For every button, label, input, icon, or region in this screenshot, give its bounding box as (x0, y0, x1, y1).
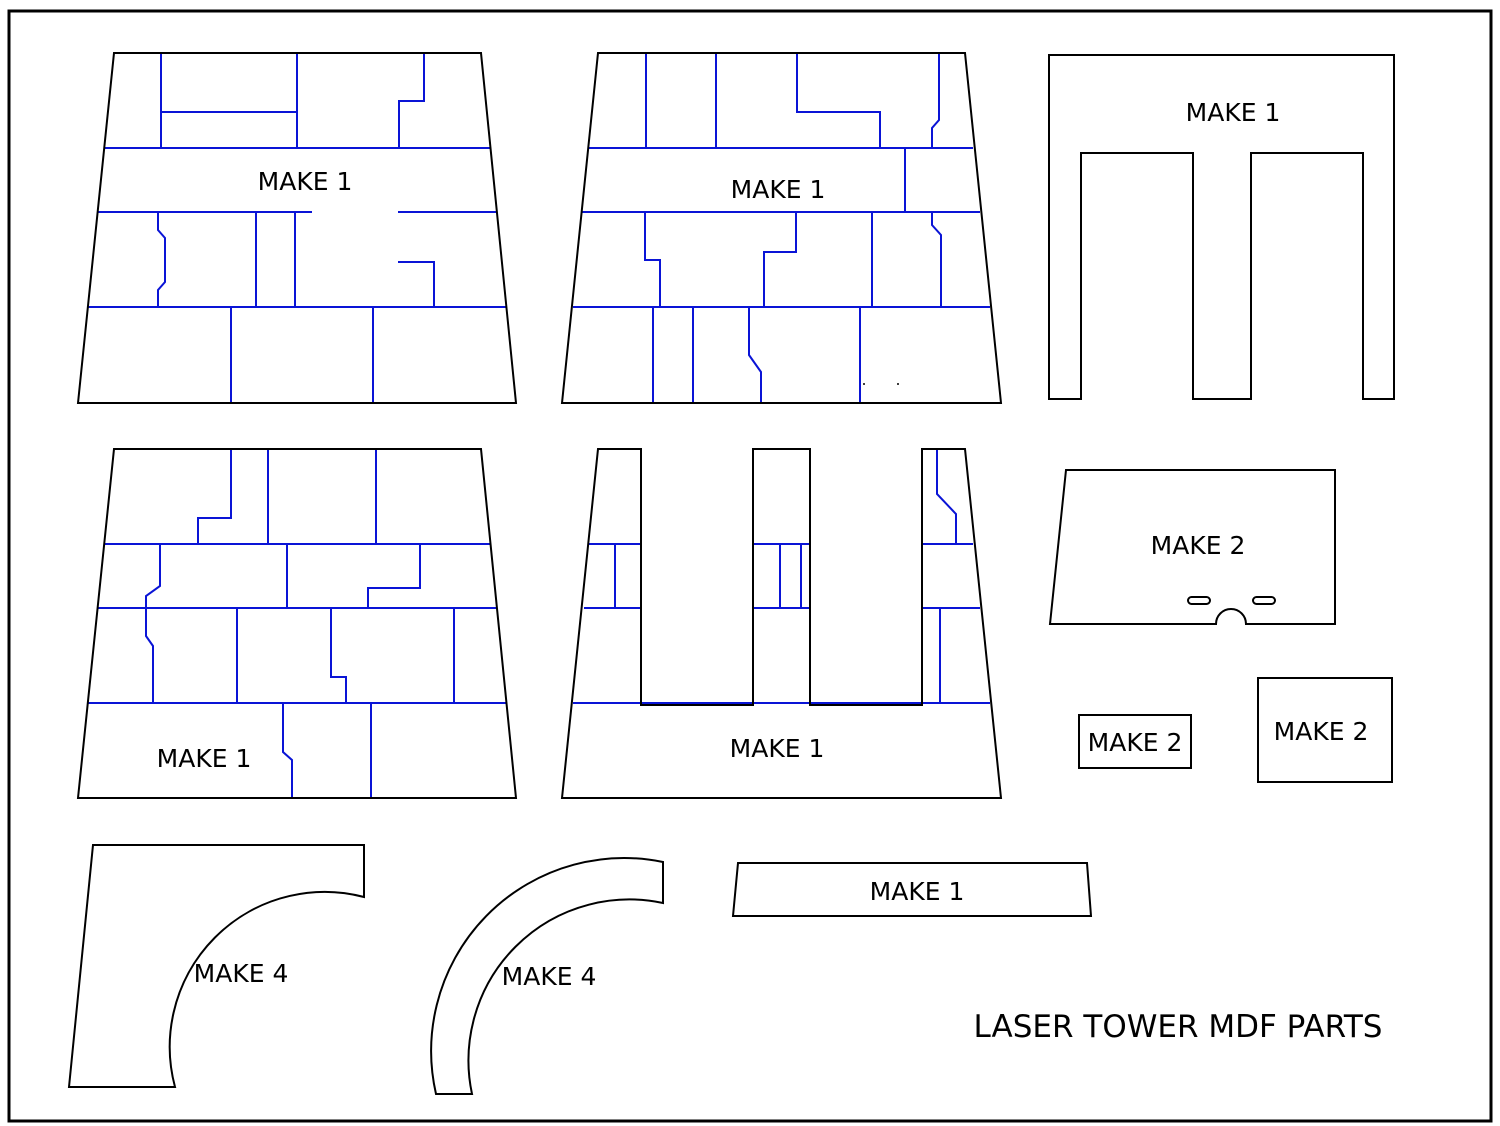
panel-outline (560, 448, 1003, 799)
wall-panel-door: MAKE 1 (560, 448, 1003, 799)
wall-panel-c: MAKE 1 (76, 448, 518, 799)
ring-arc: MAKE 4 (430, 857, 664, 1095)
corner-arc: MAKE 4 (67, 844, 365, 1088)
brick-engraving (573, 449, 990, 704)
base-strip: MAKE 1 (731, 862, 1093, 917)
wall-panel-b: MAKE 1 (560, 52, 1003, 404)
part-label: MAKE 1 (258, 167, 353, 196)
tab-outline (1078, 714, 1192, 769)
part-label: MAKE 2 (1151, 531, 1246, 560)
ring-outline (430, 857, 664, 1095)
part-label: MAKE 1 (1186, 98, 1281, 127)
panel-outline (560, 52, 1003, 404)
brick-engraving (88, 449, 507, 798)
sheet-title: LASER TOWER MDF PARTS (974, 1009, 1383, 1045)
arc-outline (67, 844, 365, 1088)
part-label: MAKE 1 (731, 175, 826, 204)
panel-outline (76, 448, 518, 799)
part-label: MAKE 1 (870, 877, 965, 906)
panel-outline (76, 52, 518, 404)
brick-engraving (88, 53, 507, 403)
top-bracket: MAKE 1 (1048, 54, 1395, 400)
part-label: MAKE 1 (157, 744, 252, 773)
sheet-border (7, 9, 1493, 1123)
part-label: MAKE 4 (502, 962, 597, 991)
square-tab: MAKE 2 (1257, 677, 1393, 783)
brick-engraving (573, 53, 990, 403)
plate-outline (1048, 469, 1336, 625)
strip-outline (731, 862, 1093, 917)
part-label: MAKE 2 (1088, 728, 1183, 757)
small-tab: MAKE 2 (1078, 714, 1192, 769)
tab-outline (1257, 677, 1393, 783)
slot (1187, 596, 1211, 605)
roof-plate: MAKE 2 (1048, 469, 1336, 625)
slot (1252, 596, 1276, 605)
part-label: MAKE 2 (1274, 717, 1369, 746)
part-label: MAKE 1 (730, 734, 825, 763)
wall-panel-a: MAKE 1 (76, 52, 518, 404)
bracket-outline (1048, 54, 1395, 400)
part-label: MAKE 4 (194, 959, 289, 988)
